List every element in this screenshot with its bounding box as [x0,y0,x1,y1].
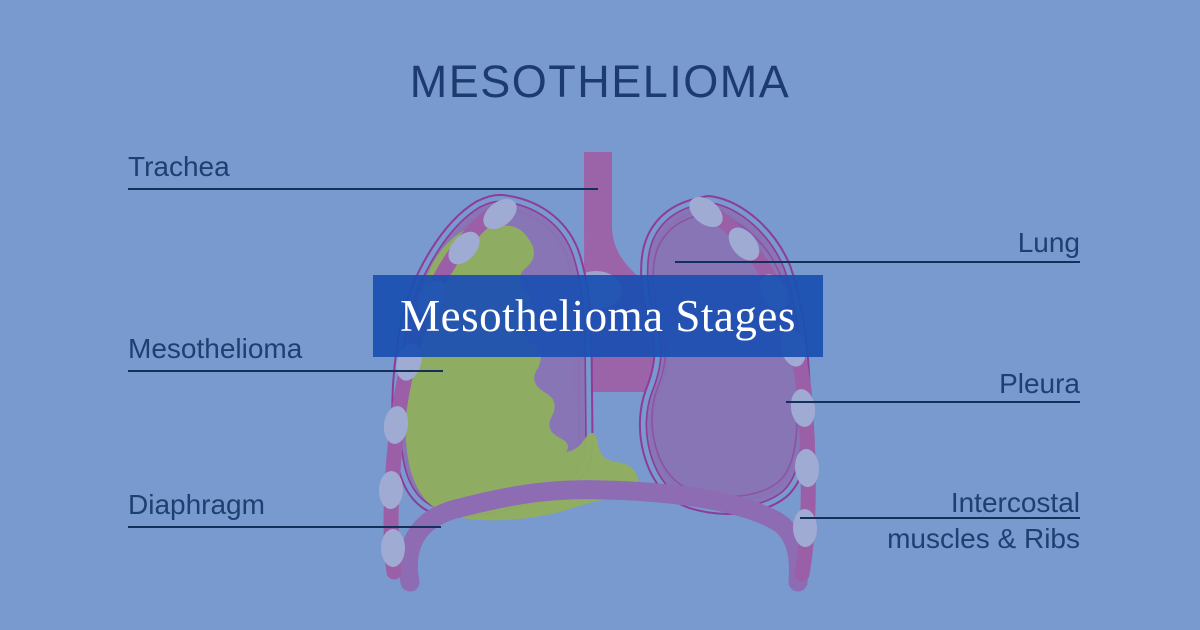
page-title: MESOTHELIOMA [409,56,791,107]
label-intercostal-line1: Intercostal [950,487,1080,518]
label-lung: Lung [1017,227,1080,258]
leader-line-diaphragm [128,526,441,528]
leader-line-lung [675,261,1080,263]
label-pleura: Pleura [999,368,1080,399]
label-intercostal-line2: muscles & Ribs [887,523,1080,554]
label-mesothelioma: Mesothelioma [128,333,303,364]
label-trachea: Trachea [128,151,230,182]
diaphragm-shape [398,480,808,592]
leader-line-mesothelioma [128,370,443,372]
leader-line-pleura [786,401,1080,403]
stages-banner: Mesothelioma Stages [373,275,823,357]
leader-line-intercostal [800,517,1080,519]
label-diaphragm: Diaphragm [128,489,265,520]
leader-line-trachea [128,188,598,190]
stages-banner-label: Mesothelioma Stages [400,291,796,341]
